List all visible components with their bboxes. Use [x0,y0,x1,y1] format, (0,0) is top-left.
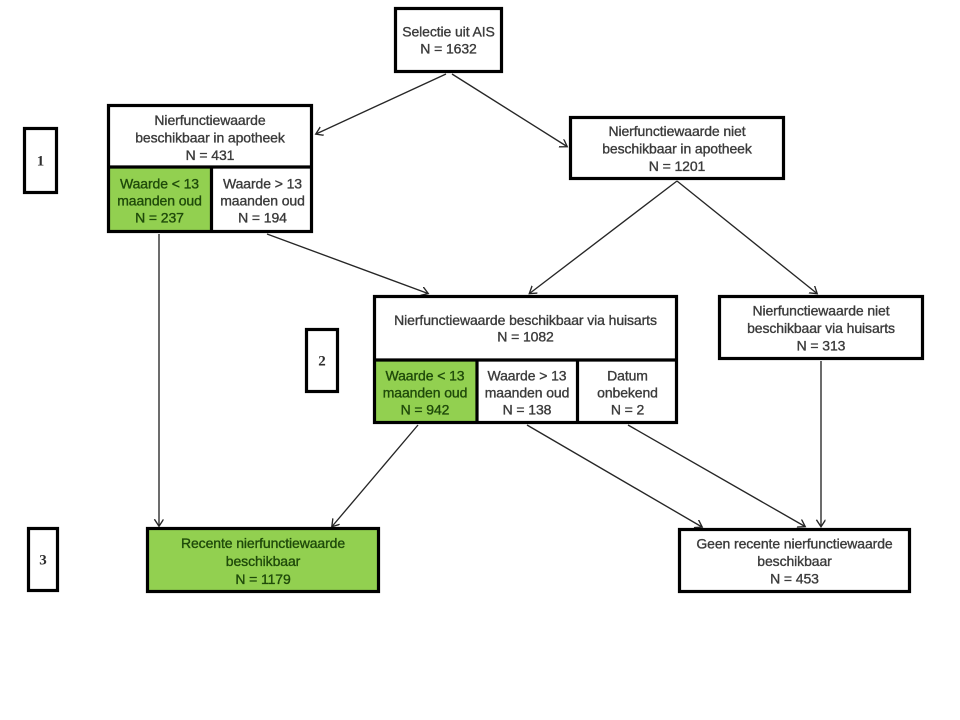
svg-text:Nierfunctiewaarde: Nierfunctiewaarde [154,112,265,128]
svg-text:maanden oud: maanden oud [485,385,570,401]
svg-text:N = 1082: N = 1082 [497,329,554,345]
svg-text:1: 1 [37,154,44,170]
svg-text:maanden oud: maanden oud [383,385,468,401]
svg-text:Waarde < 13: Waarde < 13 [120,176,199,192]
svg-text:N = 431: N = 431 [186,147,235,163]
svg-text:N = 1179: N = 1179 [235,571,291,587]
svg-text:maanden oud: maanden oud [220,193,305,209]
svg-text:maanden oud: maanden oud [117,193,202,209]
svg-text:beschikbaar in apotheek: beschikbaar in apotheek [602,141,753,157]
svg-text:Nierfunctiewaarde beschikbaar: Nierfunctiewaarde beschikbaar via huisar… [394,312,657,328]
svg-text:N = 237: N = 237 [135,210,184,226]
svg-text:beschikbaar: beschikbaar [226,553,301,569]
svg-text:N = 138: N = 138 [503,402,552,418]
svg-text:N = 194: N = 194 [238,210,287,226]
svg-text:2: 2 [318,354,325,370]
svg-text:3: 3 [39,553,46,569]
svg-text:beschikbaar in apotheek: beschikbaar in apotheek [135,130,286,146]
svg-text:N = 1632: N = 1632 [420,41,477,57]
svg-text:Selectie uit AIS: Selectie uit AIS [402,23,495,39]
svg-text:beschikbaar via huisarts: beschikbaar via huisarts [747,320,895,336]
svg-text:Waarde < 13: Waarde < 13 [386,368,465,384]
svg-text:Waarde > 13: Waarde > 13 [488,368,567,384]
svg-text:Datum: Datum [607,368,648,384]
svg-text:Nierfunctiewaarde niet: Nierfunctiewaarde niet [608,123,745,139]
svg-text:N = 942: N = 942 [401,402,450,418]
svg-text:N = 2: N = 2 [611,402,645,418]
svg-text:N = 453: N = 453 [770,571,819,587]
svg-text:onbekend: onbekend [597,385,658,401]
svg-text:Geen recente nierfunctiewaarde: Geen recente nierfunctiewaarde [696,536,893,552]
svg-text:Waarde > 13: Waarde > 13 [223,176,302,192]
svg-text:beschikbaar: beschikbaar [757,553,832,569]
svg-text:N = 313: N = 313 [797,338,846,354]
svg-text:N = 1201: N = 1201 [649,158,706,174]
svg-text:Nierfunctiewaarde niet: Nierfunctiewaarde niet [752,303,889,319]
svg-text:Recente nierfunctiewaarde: Recente nierfunctiewaarde [181,535,345,551]
